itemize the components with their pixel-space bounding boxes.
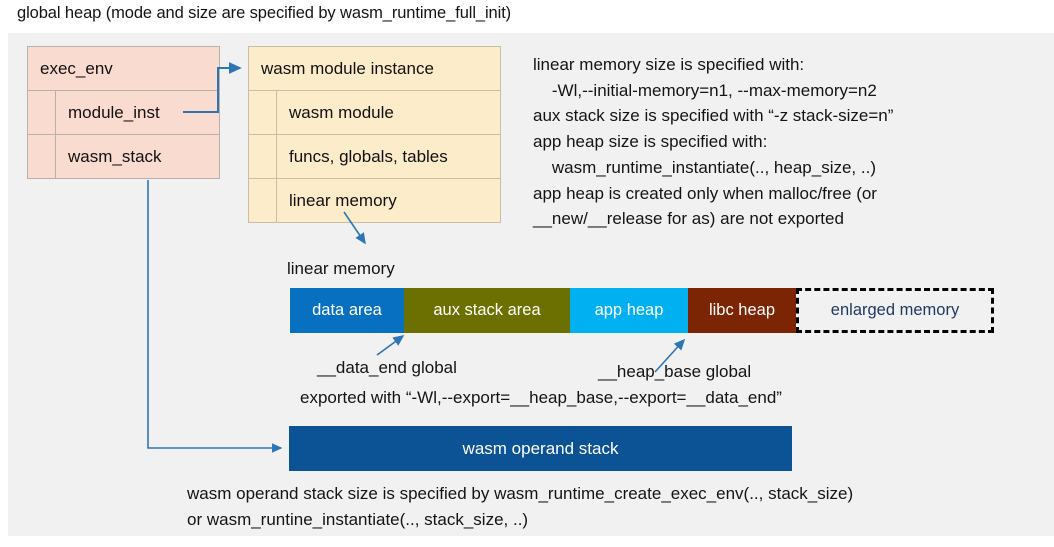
exec-env-header: exec_env bbox=[28, 47, 219, 91]
heap-base-annotation: __heap_base global bbox=[598, 362, 752, 381]
exported-with-annotation: exported with “-Wl,--export=__heap_base,… bbox=[300, 388, 782, 407]
memory-segment: data area bbox=[290, 288, 404, 333]
exec-env-gutter bbox=[28, 135, 56, 179]
memory-segment: libc heap bbox=[688, 288, 796, 333]
memory-segment: enlarged memory bbox=[796, 288, 994, 333]
module-instance-gutter bbox=[249, 91, 277, 135]
wasm-operand-stack-box: wasm operand stack bbox=[289, 426, 792, 471]
exec-env-row-label: wasm_stack bbox=[68, 147, 162, 166]
exec-env-row-wasm-stack: wasm_stack bbox=[28, 135, 219, 179]
operand-stack-notes: wasm operand stack size is specified by … bbox=[187, 484, 854, 529]
exec-env-gutter bbox=[28, 91, 56, 135]
exec-env-box: exec_env module_inst wasm_stack bbox=[27, 46, 220, 179]
module-instance-row-wasm-module: wasm module bbox=[249, 91, 500, 135]
linear-memory-notes: linear memory size is specified with: -W… bbox=[533, 55, 894, 229]
exec-env-row-label: module_inst bbox=[56, 91, 219, 135]
module-instance-row-label: wasm module bbox=[277, 91, 500, 135]
exec-env-row-module-inst: module_inst bbox=[28, 91, 219, 135]
data-end-annotation: __data_end global bbox=[317, 358, 457, 377]
module-instance-gutter bbox=[249, 179, 277, 223]
page-title: global heap (mode and size are specified… bbox=[17, 4, 512, 22]
module-instance-row-label: funcs, globals, tables bbox=[277, 135, 500, 179]
module-instance-row-linear-memory: linear memory bbox=[249, 179, 500, 223]
wasm-module-instance-box: wasm module instance wasm module funcs, … bbox=[248, 46, 501, 223]
module-instance-gutter bbox=[249, 135, 277, 179]
module-instance-header: wasm module instance bbox=[249, 47, 500, 91]
module-instance-row-funcs: funcs, globals, tables bbox=[249, 135, 500, 179]
memory-segment: app heap bbox=[570, 288, 688, 333]
module-instance-row-label: linear memory bbox=[289, 191, 397, 210]
linear-memory-label: linear memory bbox=[287, 259, 395, 278]
memory-segment: aux stack area bbox=[404, 288, 570, 333]
